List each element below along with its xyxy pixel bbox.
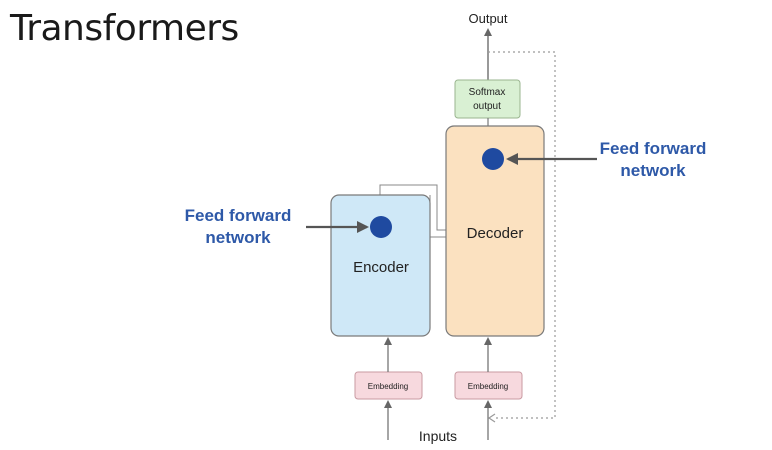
embedding-label-decoder: Embedding [468,382,508,391]
inputs-label: Inputs [419,428,457,444]
left-annotation-line2: network [205,228,271,247]
encoder-decoder-connector-inner [429,195,446,238]
softmax-label-line1: Softmax [469,87,506,98]
right-annotation-line1: Feed forward [599,139,707,158]
softmax-label-line2: output [473,101,501,112]
feedback-loop-dotted [488,51,556,419]
encoder-label: Encoder [353,259,409,276]
right-annotation-line2: network [620,161,686,180]
decoder-label: Decoder [467,225,524,242]
embedding-label-encoder: Embedding [368,382,408,391]
decoder-box [445,125,545,337]
decoder-ffn-dot [482,148,504,170]
encoder-decoder-connector-outer [379,184,446,231]
left-ffn-annotation: Feed forward network [176,205,300,249]
feedback-loop-arrowhead [487,413,496,423]
encoder-ffn-dot [370,216,392,238]
right-ffn-annotation: Feed forward network [591,138,715,182]
output-label: Output [468,11,507,26]
left-annotation-line1: Feed forward [184,206,292,225]
slide-title: Transformers [10,8,239,49]
encoder-box [330,194,431,337]
softmax-output-box [454,79,521,119]
